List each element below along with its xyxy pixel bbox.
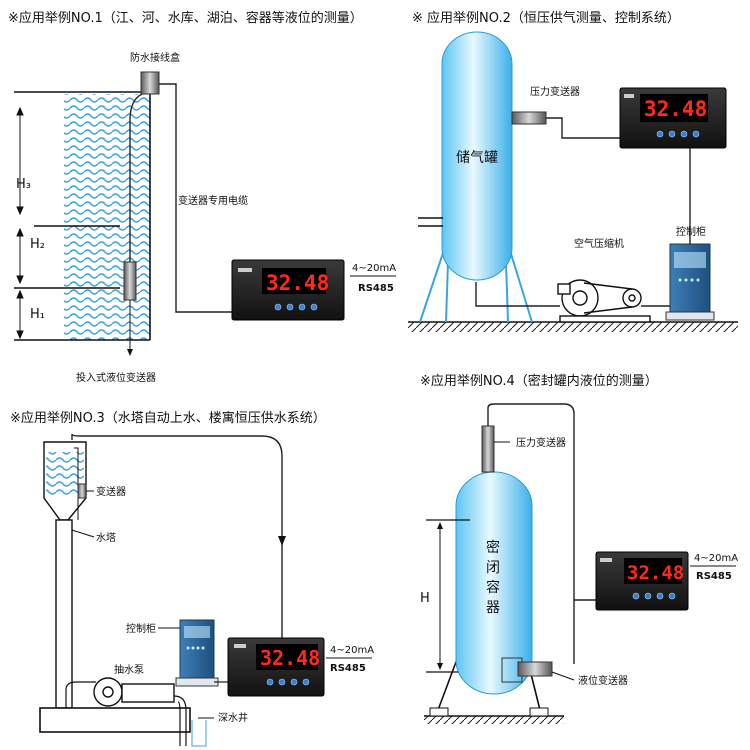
meter-no2: 32.48 [619, 87, 727, 149]
control-cabinet-no2 [665, 243, 715, 321]
meter-no3: 32.48 [227, 637, 325, 697]
submersible-sensor [123, 261, 137, 301]
display-value: 32.48 [644, 97, 707, 121]
label-transmitter: 变送器 [96, 485, 126, 498]
example-no4: 密 闭 容 器 压力变送器 H 液位变送器 32.48 4~20 [420, 403, 738, 724]
label-signal: 4~20mA [330, 645, 374, 656]
display-value: 32.48 [627, 562, 684, 584]
tower-cable [71, 433, 283, 638]
label-level-tx: 液位变送器 [578, 674, 628, 687]
label-h2: H₂ [30, 237, 45, 252]
example-no3: 变送器 水塔 抽水泵 深水井 控制柜 [39, 433, 374, 747]
pump [93, 677, 175, 707]
label-junction-box: 防水接线盒 [130, 51, 180, 64]
label-bus: RS485 [696, 571, 732, 582]
label-pressure-tx: 压力变送器 [516, 436, 566, 449]
label-vessel-char-4: 器 [486, 600, 500, 616]
control-cabinet-no3 [175, 619, 219, 687]
label-pressure-tx: 压力变送器 [530, 85, 580, 98]
label-bus: RS485 [358, 283, 394, 294]
label-compressor: 空气压缩机 [574, 237, 624, 250]
label-cable: 变送器专用电缆 [178, 194, 248, 207]
label-h1: H₁ [30, 307, 45, 322]
label-signal: 4~20mA [352, 263, 396, 274]
pressure-transmitter [511, 111, 547, 125]
label-cabinet: 控制柜 [676, 225, 706, 238]
water-body [64, 94, 150, 340]
label-vessel-char-1: 密 [486, 539, 500, 556]
label-vessel-char-3: 容 [486, 579, 500, 596]
label-h3: H₃ [16, 177, 31, 192]
label-signal: 4~20mA [694, 553, 738, 564]
example-no2: 储气罐 压力变送器 32.48 控制柜 [408, 31, 738, 332]
display-value: 32.48 [260, 646, 320, 670]
level-transmitter [517, 661, 553, 677]
header-no1: ※应用举例NO.1（江、河、水库、湖泊、容器等液位的测量） [8, 10, 363, 26]
label-tower: 水塔 [96, 531, 116, 544]
label-pump: 抽水泵 [114, 663, 144, 676]
label-cabinet: 控制柜 [126, 622, 156, 635]
header-no4: ※应用举例NO.4（密封罐内液位的测量） [420, 373, 658, 389]
label-vessel-char-2: 闭 [486, 560, 500, 576]
header-no2: ※ 应用举例NO.2（恒压供气测量、控制系统） [412, 10, 680, 26]
water-tower [55, 519, 73, 709]
display-value: 32.48 [266, 271, 329, 295]
meter-no4: 32.48 [595, 551, 689, 611]
tank-legs [419, 243, 533, 323]
cable [159, 83, 232, 313]
label-well: 深水井 [218, 711, 248, 724]
dimension-arrows [16, 106, 24, 340]
junction-box [140, 71, 160, 95]
top-pressure-transmitter [481, 425, 495, 473]
label-tank: 储气罐 [456, 150, 498, 166]
example-no1: H₃ H₂ H₁ 防水接线盒 投入式液位变送器 变送器专用电缆 32.48 4~… [14, 51, 396, 384]
header-no3: ※应用举例NO.3（水塔自动上水、楼寓恒压供水系统） [10, 410, 326, 426]
meter-no1: 32.48 [231, 259, 345, 321]
tower-transmitter [77, 483, 87, 499]
label-sensor: 投入式液位变送器 [76, 371, 156, 384]
air-compressor [557, 279, 651, 323]
label-bus: RS485 [330, 663, 366, 674]
gas-tank [441, 31, 513, 281]
label-h: H [420, 591, 430, 606]
